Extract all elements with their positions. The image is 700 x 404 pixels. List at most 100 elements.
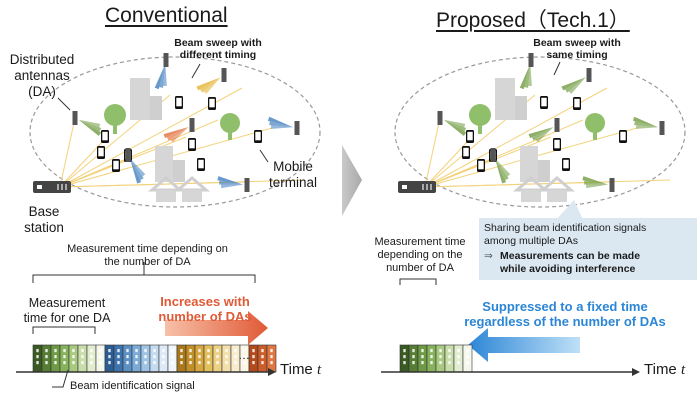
antenna-mast <box>609 178 615 192</box>
beam-icon <box>78 119 102 132</box>
antenna-mast <box>189 118 195 132</box>
beam-id-signal <box>221 344 232 373</box>
tree-icon <box>469 104 491 134</box>
antenna-icon <box>437 111 467 137</box>
beam-id-signal <box>149 344 160 373</box>
antenna-icon <box>632 116 665 135</box>
beam-id-signal <box>212 344 223 373</box>
beam-icon <box>163 127 189 139</box>
beam-icon <box>271 125 294 129</box>
beam-icon <box>528 127 554 139</box>
beam-sweep-pointer <box>553 61 561 76</box>
beam-icon <box>78 119 101 128</box>
beam-id-signal <box>95 344 106 373</box>
time-axis-label: Time t <box>280 361 322 378</box>
antenna-icon <box>267 116 300 135</box>
beam-id-signal <box>462 344 473 373</box>
beam-icon <box>443 119 467 132</box>
beam-icon <box>495 158 511 177</box>
measurement-time-label: Measurement time depending on the number… <box>374 236 466 274</box>
fiber-line <box>59 179 306 188</box>
antenna-mast <box>437 111 443 125</box>
beam-icon <box>443 119 467 137</box>
implies-arrow: ⇒ <box>484 250 493 262</box>
mobile-phone-icon <box>619 130 627 143</box>
beam-icon <box>154 63 166 90</box>
beam-icon <box>561 77 586 91</box>
fiber-line <box>424 179 671 188</box>
beam-sweep-pointer <box>191 63 201 79</box>
beam-sweep-label: Beam sweep with different timing <box>174 37 262 61</box>
one-da-bracket <box>32 326 96 334</box>
beam-icon <box>200 77 221 93</box>
mobile-phone-icon <box>553 138 561 151</box>
beam-icon <box>495 158 509 181</box>
tree-icon <box>104 104 126 134</box>
beam-icon <box>130 158 142 184</box>
mobile-terminal-pointer <box>259 149 269 163</box>
left-panel <box>16 53 321 388</box>
antenna-icon <box>561 68 592 94</box>
beam-icon <box>528 63 532 86</box>
beam-id-signal <box>194 344 205 373</box>
mobile-phone-icon <box>462 146 470 159</box>
callout-text: Sharing beam identification signals amon… <box>484 222 647 275</box>
beam-id-signal <box>158 344 169 373</box>
beam-icon <box>632 116 659 128</box>
house-icon <box>173 176 211 202</box>
antenna-icon <box>490 148 511 184</box>
antenna-mast <box>586 68 592 82</box>
base-station-icon <box>33 181 71 193</box>
antenna-mast <box>125 148 131 162</box>
beam-id-signal <box>176 344 187 373</box>
beam-icon <box>568 77 586 94</box>
antenna-icon <box>217 176 250 192</box>
beam-id-signal <box>435 344 446 373</box>
beam-id-signal <box>444 344 455 373</box>
beam-icon <box>495 158 507 184</box>
antenna-pointer <box>57 97 71 111</box>
fiber-line <box>424 139 470 188</box>
callout-pointer <box>556 200 584 222</box>
beam-id-signal <box>68 344 79 373</box>
mobile-phone-icon <box>208 97 216 110</box>
antenna-mast <box>528 53 534 67</box>
beam-icon <box>586 184 609 189</box>
beam-id-signal <box>104 344 115 373</box>
right-panel <box>381 53 697 376</box>
ellipsis-label: … <box>238 348 250 362</box>
building-icon <box>130 78 162 120</box>
tree-icon <box>220 113 240 140</box>
building-icon <box>520 146 550 182</box>
antenna-mast <box>490 148 496 162</box>
mobile-phone-icon <box>188 138 196 151</box>
beam-id-signal <box>408 344 419 373</box>
beam-id-signal <box>185 344 196 373</box>
antenna-mast <box>244 178 250 192</box>
antenna-icon <box>154 53 169 90</box>
measurement-time-one-label: Measurement time for one DA <box>23 296 111 325</box>
mobile-terminal-label: Mobile terminal <box>268 159 317 190</box>
beam-icon <box>269 121 294 128</box>
antenna-mast <box>221 68 227 82</box>
beam-id-signal <box>122 344 133 373</box>
beam-icon <box>634 121 659 128</box>
fiber-line <box>59 117 76 188</box>
mobile-phone-icon <box>562 158 570 171</box>
beam-icon <box>217 176 244 185</box>
antenna-mast <box>163 53 169 67</box>
beam-icon <box>443 119 466 128</box>
time-axis-arrowhead <box>268 368 276 376</box>
increase-arrow <box>165 311 268 345</box>
beam-icon <box>166 127 189 141</box>
beam-icon <box>221 184 244 189</box>
beam-icon <box>78 119 102 137</box>
antenna-mast <box>72 111 78 125</box>
antenna-icon <box>163 118 195 143</box>
suppressed-label: Suppressed to a fixed time regardless of… <box>464 299 666 329</box>
fiber-line <box>59 136 187 188</box>
beam-id-signal <box>257 344 268 373</box>
mobile-phone-icon <box>477 159 485 172</box>
beam-id-signal <box>266 344 277 373</box>
